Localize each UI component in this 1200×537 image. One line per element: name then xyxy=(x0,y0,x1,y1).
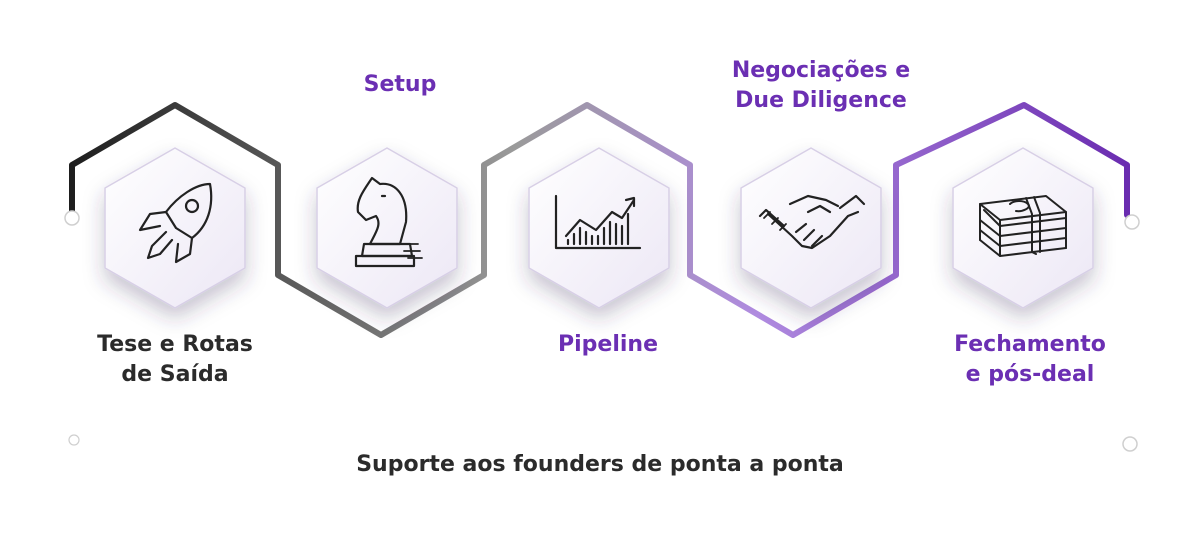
process-path xyxy=(69,102,1130,338)
path-start-dot xyxy=(64,210,80,226)
bar-start-dot xyxy=(68,434,80,446)
growth-chart-icon xyxy=(554,194,642,250)
path-end-dot xyxy=(1124,214,1140,230)
rocket-icon xyxy=(138,182,213,264)
step-label-tese: Tese e Rotas de Saída xyxy=(97,332,253,387)
hexagon-fechamento xyxy=(952,147,1094,309)
hexagon-negociacoes xyxy=(740,147,882,309)
step-label-setup: Setup xyxy=(363,72,437,97)
chess-knight-icon xyxy=(354,176,423,268)
hexagon-setup xyxy=(316,147,458,309)
bar-end-dot xyxy=(1122,436,1138,452)
step-label-fechamento: Fechamento e pós-deal xyxy=(954,332,1106,387)
money-stack-icon xyxy=(979,195,1067,257)
handshake-icon xyxy=(758,194,866,250)
step-label-pipeline: Pipeline xyxy=(558,332,658,357)
step-label-negociacoes: Negociações e Due Diligence xyxy=(731,58,911,113)
footer-caption: Suporte aos founders de ponta a ponta xyxy=(356,452,844,477)
